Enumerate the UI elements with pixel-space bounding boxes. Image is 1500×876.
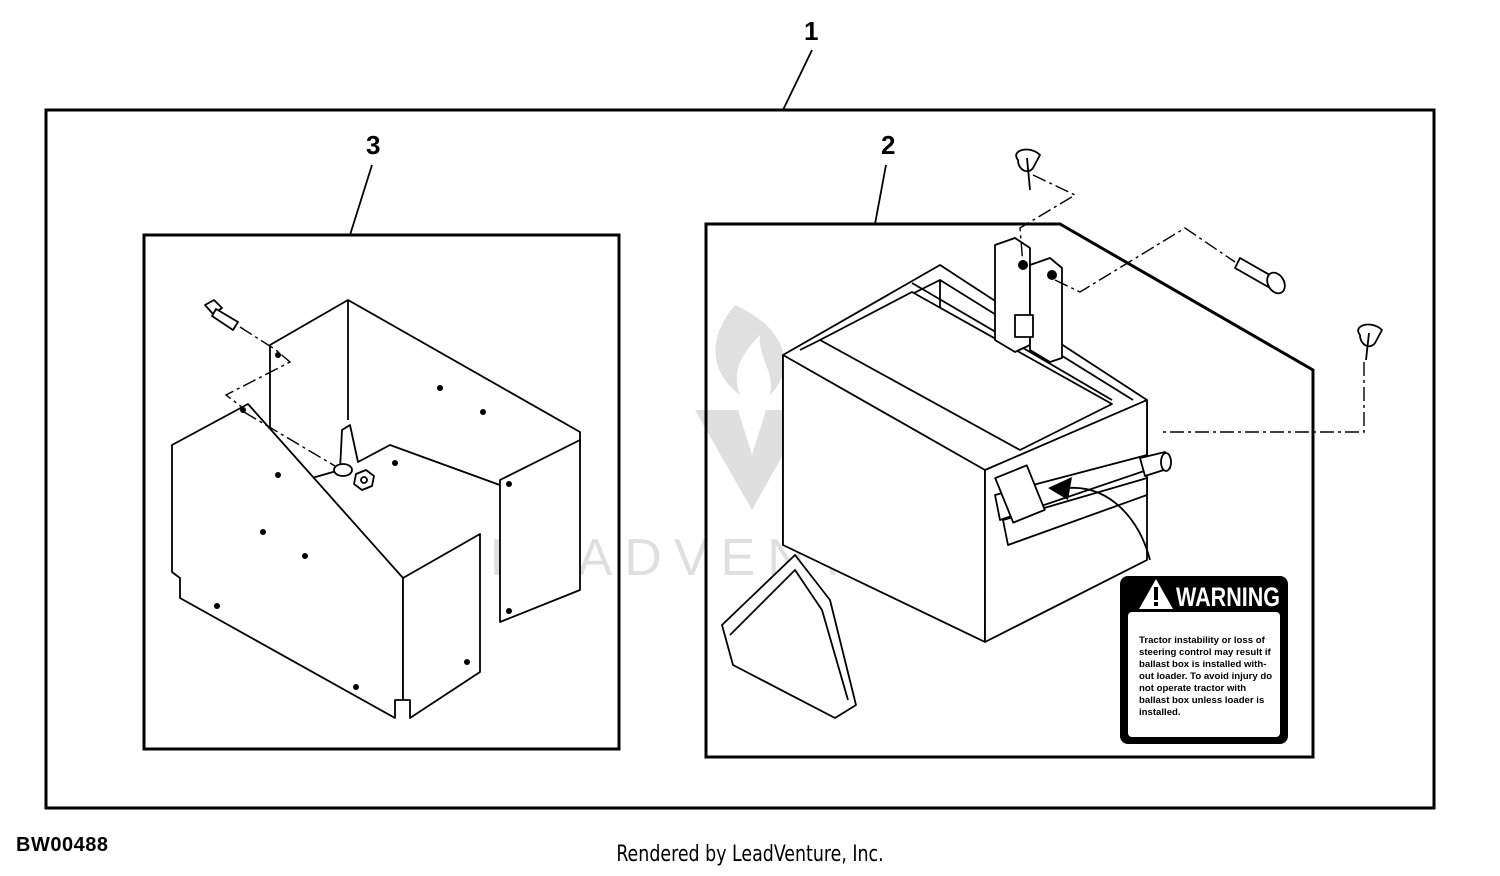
callout-3: 3: [366, 130, 380, 160]
warning-triangle-icon: [1139, 579, 1173, 609]
item-1-leader: [782, 49, 813, 111]
drawing-id: BW00488: [16, 834, 109, 856]
ballast-box-drawing: [721, 148, 1383, 719]
callout-2: 2: [881, 130, 895, 160]
item-3-frame: [142, 233, 621, 751]
warning-title: WARNING: [1176, 582, 1280, 612]
callout-1: 1: [804, 16, 818, 46]
lynch-pin-right-icon: [1357, 323, 1383, 361]
ballast-box-cover-drawing: [171, 299, 581, 719]
warning-line-3: ballast box is installed with-: [1139, 659, 1266, 670]
warning-line-2: steering control may result if: [1139, 647, 1271, 658]
leadventure-logo-icon: [695, 305, 808, 510]
clevis-pin-icon: [1234, 257, 1286, 295]
footer-credit: Rendered by LeadVenture, Inc.: [616, 842, 884, 867]
lynch-pin-top-icon: [1015, 148, 1041, 191]
item-1-frame: [44, 108, 1436, 810]
bolt-icon: [204, 299, 239, 331]
warning-line-4: out loader. To avoid injury do: [1139, 671, 1272, 682]
item-3-leader: [349, 164, 373, 236]
warning-label: WARNING Tractor instability or loss of s…: [1120, 576, 1288, 744]
warning-line-6: ballast box unless loader is: [1139, 695, 1264, 706]
item-2-frame: [704, 222, 1315, 759]
warning-line-1: Tractor instability or loss of: [1139, 635, 1266, 646]
decal-icon: [994, 464, 1046, 524]
washer-nut-icon: [333, 463, 375, 491]
warning-line-7: installed.: [1139, 707, 1181, 718]
item-2-leader: [874, 164, 887, 225]
warning-line-5: not operate tractor with: [1139, 683, 1246, 694]
